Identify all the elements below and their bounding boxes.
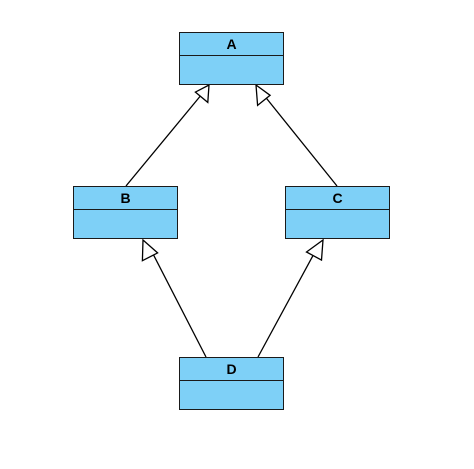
edge-c-to-a (262, 93, 338, 187)
class-d: D (179, 357, 284, 410)
class-d-attributes (180, 380, 283, 410)
class-c: C (285, 186, 390, 239)
edge-d-to-b-arrowhead (141, 238, 159, 262)
class-b-attributes (74, 209, 177, 239)
edge-c-to-a-arrowhead (255, 83, 272, 107)
class-c-name: C (332, 190, 343, 206)
edge-d-to-b (150, 249, 207, 358)
class-a-name: A (226, 36, 237, 52)
class-c-attributes (286, 209, 389, 239)
class-a-attributes (180, 55, 283, 85)
edge-d-to-c-arrowhead (305, 238, 324, 262)
class-d-name: D (226, 361, 237, 377)
edge-d-to-c (257, 249, 317, 358)
class-a: A (179, 32, 284, 85)
class-b: B (73, 186, 178, 239)
edge-b-to-a-arrowhead (194, 83, 210, 104)
class-b-name: B (120, 190, 131, 206)
edge-b-to-a (125, 93, 203, 187)
